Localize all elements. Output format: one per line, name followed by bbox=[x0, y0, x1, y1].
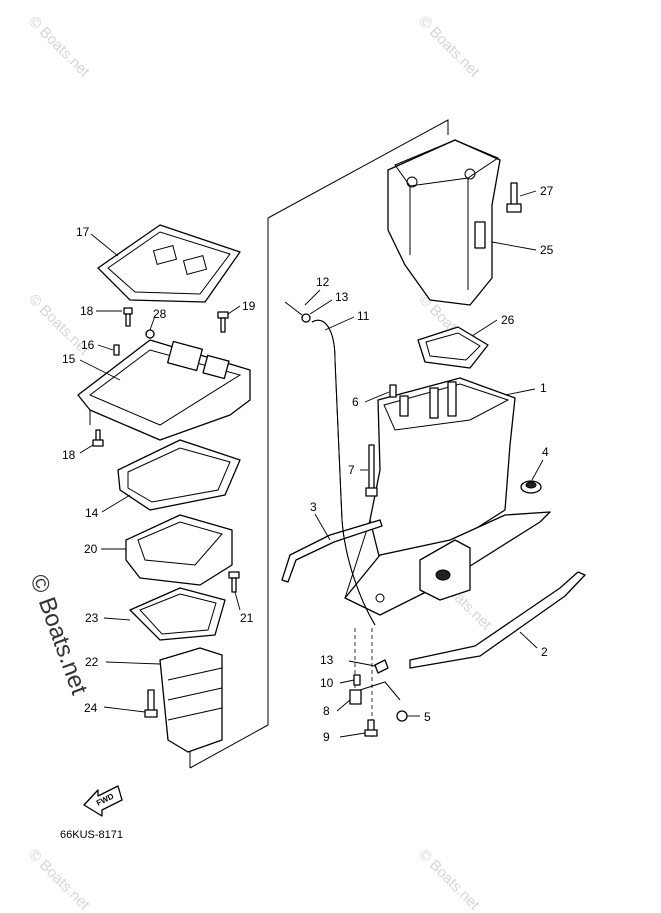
callout-5: 5 bbox=[424, 710, 431, 724]
bolt-part-18-bottom bbox=[92, 429, 104, 447]
callout-1: 1 bbox=[540, 381, 547, 395]
callout-24: 24 bbox=[84, 701, 98, 715]
callout-18-top: 18 bbox=[80, 304, 94, 318]
callout-8: 8 bbox=[323, 704, 330, 718]
dowel-part-16 bbox=[113, 344, 120, 356]
plate-part-20 bbox=[125, 514, 233, 586]
callout-6: 6 bbox=[352, 395, 359, 409]
callout-19: 19 bbox=[242, 299, 256, 313]
collar-part-8 bbox=[349, 689, 362, 705]
diagram-frame bbox=[189, 119, 449, 769]
gasket-part-14 bbox=[117, 439, 241, 511]
callout-2: 2 bbox=[541, 645, 548, 659]
bolt-part-7 bbox=[365, 444, 378, 497]
callout-28: 28 bbox=[153, 307, 167, 321]
bolt-part-19 bbox=[217, 311, 229, 333]
gasket-part-23 bbox=[129, 587, 226, 641]
callout-7: 7 bbox=[348, 463, 355, 477]
reed-valve-part-22 bbox=[159, 647, 223, 753]
lower-casing-part-1 bbox=[344, 377, 551, 616]
callout-20: 20 bbox=[84, 542, 98, 556]
gasket-part-26 bbox=[417, 326, 489, 369]
callout-14: 14 bbox=[85, 506, 99, 520]
gasket-part-17 bbox=[97, 224, 241, 303]
bolt-part-9 bbox=[364, 719, 378, 737]
callout-26: 26 bbox=[501, 313, 515, 327]
callout-10: 10 bbox=[320, 676, 334, 690]
callout-21: 21 bbox=[240, 611, 254, 625]
callout-3: 3 bbox=[310, 500, 317, 514]
exhaust-guide-part-15 bbox=[77, 339, 251, 441]
dowel-part-6 bbox=[389, 384, 397, 398]
hose-part-11 bbox=[311, 319, 376, 626]
forward-arrow-icon: FWD bbox=[83, 785, 123, 817]
washer-part-13-top bbox=[301, 313, 311, 323]
bolt-part-18-top bbox=[123, 307, 133, 327]
leader-lines bbox=[79, 190, 544, 738]
diagram-code: 66KUS-8171 bbox=[60, 829, 123, 841]
callout-15: 15 bbox=[62, 352, 76, 366]
fitting-part-12 bbox=[284, 301, 303, 316]
seal-strip-part-2 bbox=[409, 571, 586, 669]
lower-fittings bbox=[349, 628, 408, 740]
grommet-part-4 bbox=[520, 480, 542, 494]
nut-part-5 bbox=[396, 710, 408, 722]
watermark-bottom-right: © Boats.net bbox=[415, 846, 483, 913]
bolt-part-21 bbox=[228, 571, 240, 593]
callout-12: 12 bbox=[316, 275, 330, 289]
bolt-part-24 bbox=[144, 689, 158, 718]
callouts: 1 2 3 4 5 6 7 8 9 10 11 12 13 13 14 15 1… bbox=[62, 184, 554, 744]
callout-25: 25 bbox=[540, 243, 554, 257]
watermark-large-left: © Boats.net bbox=[24, 571, 92, 699]
bolt-part-27 bbox=[506, 182, 522, 213]
callout-17: 17 bbox=[76, 225, 90, 239]
callout-27: 27 bbox=[540, 184, 554, 198]
dowel-part-10 bbox=[353, 674, 361, 686]
fitting-part-28 bbox=[145, 329, 155, 339]
watermark-top-left: © Boats.net bbox=[25, 13, 93, 81]
callout-9: 9 bbox=[323, 730, 330, 744]
callout-13-bottom: 13 bbox=[320, 653, 334, 667]
callout-18-bottom: 18 bbox=[62, 448, 76, 462]
watermark-top-right: © Boats.net bbox=[415, 13, 483, 81]
callout-23: 23 bbox=[85, 611, 99, 625]
callout-22: 22 bbox=[85, 655, 99, 669]
watermark-bottom-left: © Boats.net bbox=[25, 846, 93, 913]
washer-part-13-bottom bbox=[374, 659, 389, 674]
upper-casing-part-25 bbox=[387, 139, 501, 306]
callout-16: 16 bbox=[81, 338, 95, 352]
callout-11: 11 bbox=[357, 309, 370, 323]
callout-4: 4 bbox=[542, 445, 549, 459]
callout-13-top: 13 bbox=[335, 290, 349, 304]
seal-strip-part-3 bbox=[281, 519, 383, 583]
